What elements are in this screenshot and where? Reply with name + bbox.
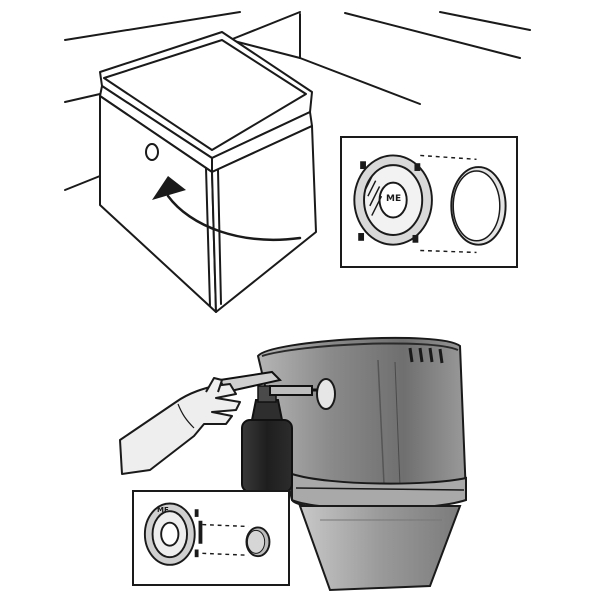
extinguisher-nozzle bbox=[218, 370, 318, 396]
engine-cover-box bbox=[99, 31, 317, 313]
engine-skirt bbox=[298, 505, 462, 592]
extinguisher-bottle bbox=[241, 385, 293, 493]
top-scene bbox=[64, 11, 531, 313]
port-plug-diagram-top bbox=[353, 154, 507, 254]
inset-port-detail-top: ME bbox=[340, 136, 518, 268]
port-ring bbox=[353, 154, 433, 246]
deck-lines bbox=[64, 11, 531, 191]
operator-hand bbox=[119, 377, 241, 475]
logo-mark-top: ME bbox=[386, 194, 402, 204]
port-ring-small bbox=[143, 502, 203, 566]
alignment-guides bbox=[420, 154, 477, 254]
plug-cap bbox=[450, 166, 507, 246]
engine-cowling bbox=[256, 336, 468, 511]
curved-arrow bbox=[152, 176, 302, 242]
logo-mark-bottom: ME bbox=[157, 506, 169, 514]
port-plug-diagram-bottom bbox=[143, 502, 271, 566]
plug-cap-small bbox=[245, 526, 271, 558]
bottom-scene bbox=[119, 336, 468, 592]
alignment-guides-small bbox=[202, 523, 249, 556]
inset-port-detail-bottom: ME bbox=[132, 490, 290, 586]
